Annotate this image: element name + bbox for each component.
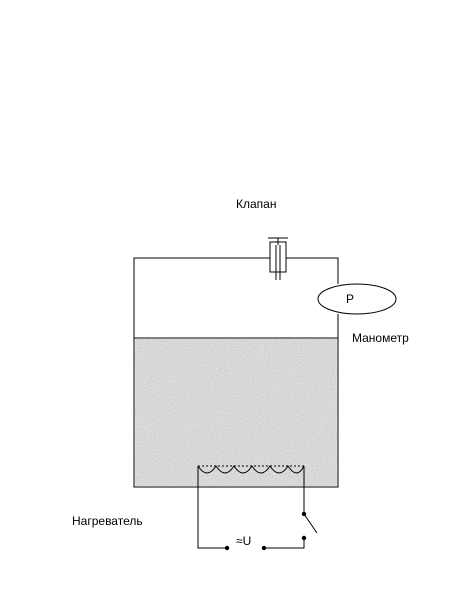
heater-label: Нагреватель [72,514,143,528]
valve-icon [268,237,288,280]
gas-fill [135,339,337,486]
vessel [133,337,339,488]
manometer-icon: P [317,283,397,315]
heater-circuit [197,466,318,551]
top-pipe [133,257,339,338]
manometer-symbol: P [346,292,354,306]
voltage-label: ≈U [236,534,251,548]
manometer-label: Манометр [352,331,409,345]
valve-label: Клапан [236,197,276,211]
